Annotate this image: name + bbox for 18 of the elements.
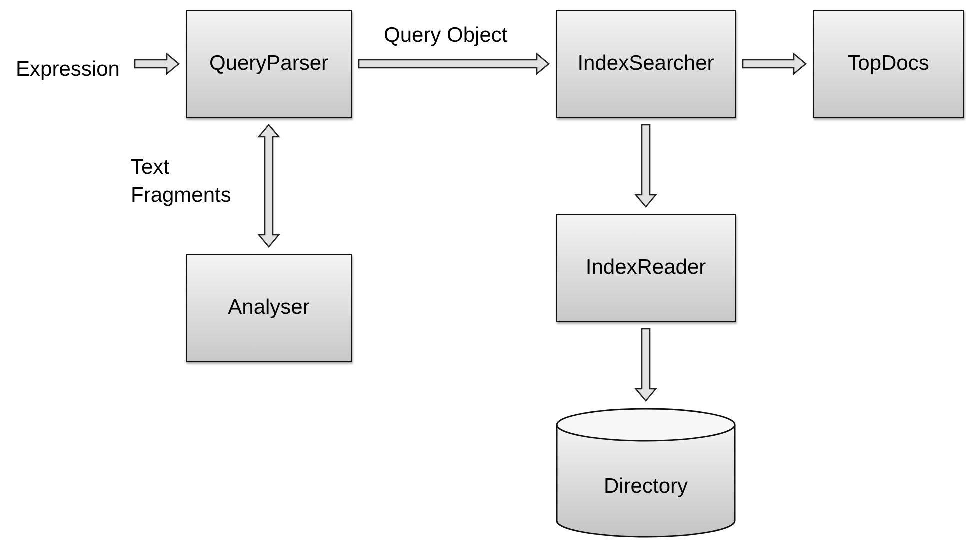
- block-arrow: [742, 52, 808, 76]
- block-arrow: [634, 124, 658, 208]
- block-arrow: [258, 124, 280, 248]
- node-label: TopDocs: [848, 52, 930, 76]
- node-label: IndexReader: [586, 256, 706, 280]
- process-box: [186, 10, 352, 118]
- block-arrow: [134, 52, 180, 76]
- process-box: [556, 214, 736, 322]
- input-label: Expression: [16, 58, 120, 82]
- node-label: Directory: [604, 475, 688, 499]
- node-label: IndexSearcher: [578, 52, 714, 76]
- node-label: QueryParser: [209, 52, 329, 76]
- process-box: [186, 254, 352, 362]
- block-arrow: [358, 52, 550, 76]
- process-box: [556, 10, 736, 118]
- node-label: Analyser: [228, 296, 310, 320]
- process-box: [813, 10, 964, 118]
- block-arrow: [634, 328, 658, 402]
